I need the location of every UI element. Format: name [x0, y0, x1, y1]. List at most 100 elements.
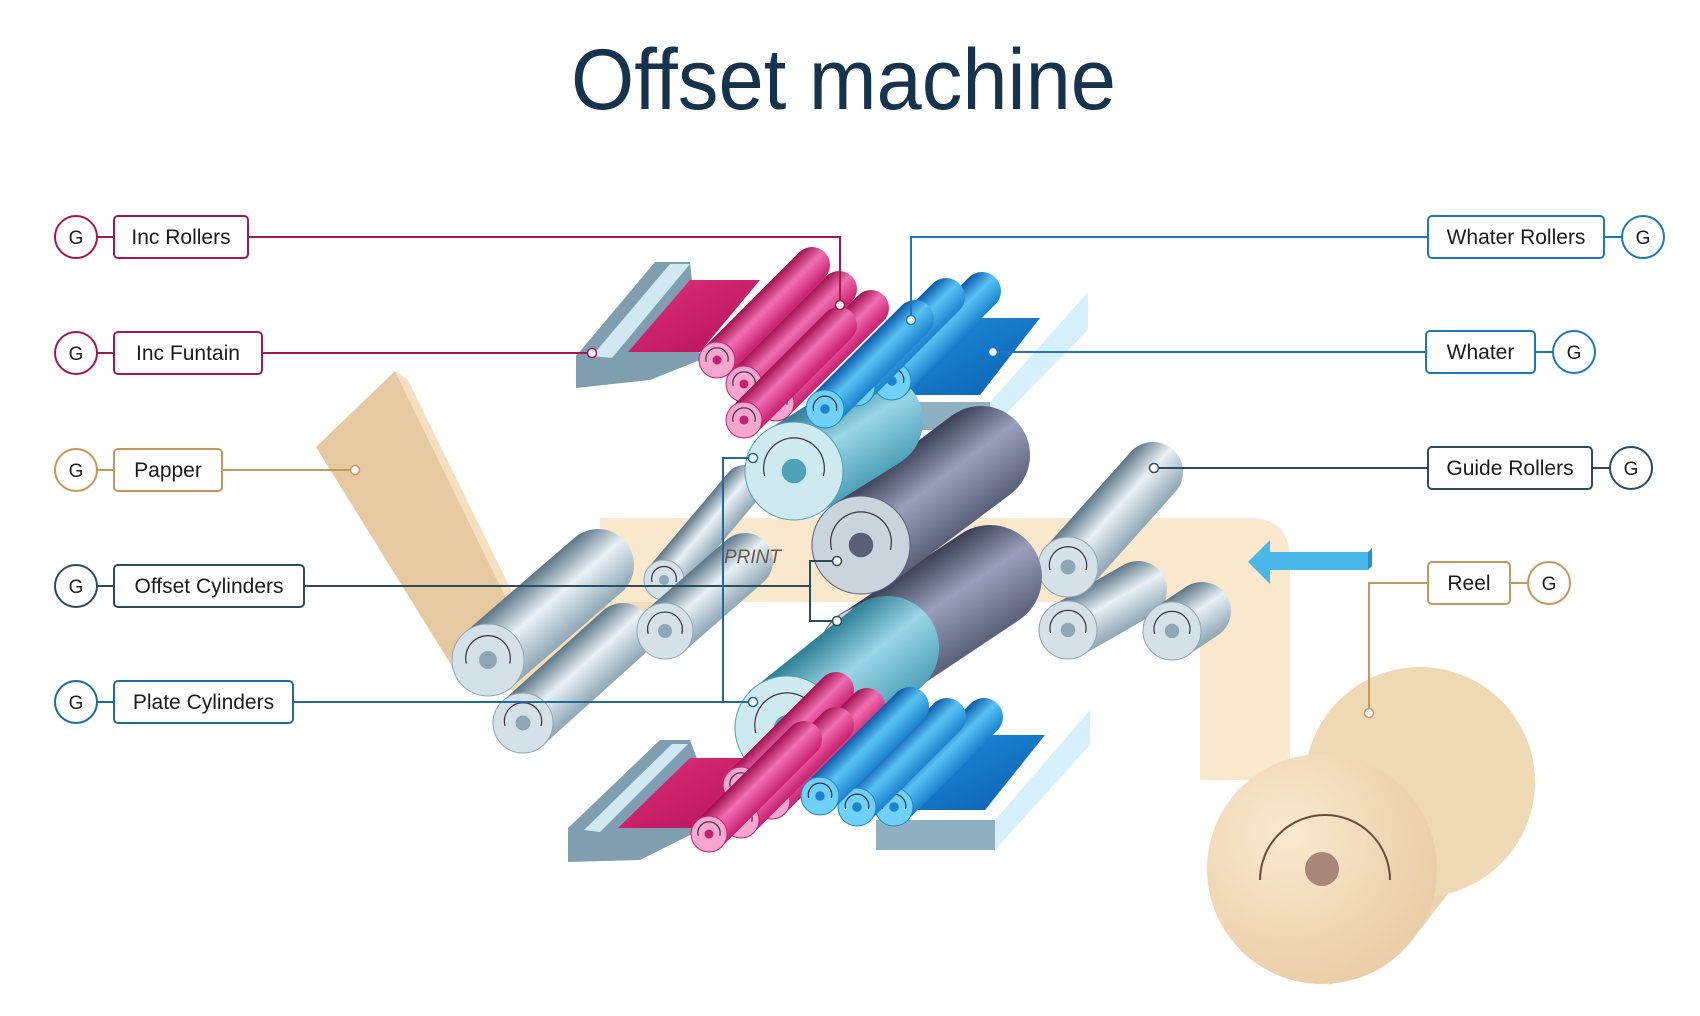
leader-line: [910, 236, 1428, 320]
cylinders: [451, 247, 1231, 853]
badge-text: G: [1567, 343, 1582, 364]
axle: [704, 829, 714, 839]
paper-reel: [1207, 667, 1535, 985]
guide-roller: [1038, 561, 1167, 660]
label-box: [1427, 561, 1511, 605]
badge-circle: [54, 215, 98, 259]
label-box: [1427, 446, 1593, 490]
ink-fountain-bottom: [568, 740, 760, 862]
label-text: Papper: [134, 459, 202, 482]
axle: [852, 802, 862, 812]
leader-line: [248, 236, 841, 305]
axle: [889, 802, 899, 812]
guide-roller: [1142, 582, 1231, 661]
axle: [658, 624, 672, 638]
ink-roller-top: [725, 307, 857, 439]
label-box: [113, 448, 223, 492]
label-box: [113, 215, 249, 259]
callout-whater: Whater G: [987, 330, 1596, 374]
rotation-arrow-icon: [732, 371, 756, 386]
leader-dot: [831, 555, 843, 567]
badge-circle: [1609, 446, 1653, 490]
badge-text: G: [69, 461, 84, 482]
axle: [1060, 559, 1076, 575]
axle: [781, 458, 807, 484]
rotation-arrow-icon: [844, 793, 870, 810]
rotation-arrow-icon: [732, 407, 756, 422]
plate-cylinder-top: [744, 372, 923, 521]
leader-dot: [834, 299, 846, 311]
label-box: [113, 564, 305, 608]
leader-dot: [349, 464, 361, 476]
rotation-arrow-icon: [465, 635, 511, 664]
rotation-arrow-icon: [647, 611, 683, 634]
badge-text: G: [1624, 459, 1639, 480]
badge-circle: [1527, 561, 1571, 605]
label-text: Offset Cylinders: [135, 575, 284, 598]
badge-circle: [54, 564, 98, 608]
axle: [1164, 623, 1180, 639]
callout-papper: Papper G: [54, 448, 361, 492]
guide-roller: [1037, 442, 1183, 598]
leader-dot: [586, 347, 598, 359]
axle: [739, 379, 749, 389]
leader-line: [809, 560, 837, 622]
axle: [479, 651, 497, 669]
water-roller-top: [805, 300, 934, 429]
rotation-arrow-icon: [1153, 610, 1191, 635]
leader-dot: [987, 346, 999, 358]
axle: [712, 355, 722, 365]
callout-guide-rollers: Guide Rollers G: [1148, 446, 1653, 490]
label-box: [113, 680, 294, 724]
label-box: [113, 331, 263, 375]
rotation-arrow-icon: [1259, 814, 1391, 881]
axle: [1060, 622, 1076, 638]
badge-circle: [54, 680, 98, 724]
callout-offset-cylinders: Offset Cylinders G: [54, 555, 843, 627]
axle: [515, 715, 531, 731]
reel-hub: [1305, 852, 1339, 886]
rotation-arrow-icon: [697, 821, 721, 836]
leader-dot: [747, 696, 759, 708]
badge-circle: [54, 448, 98, 492]
badge-circle: [54, 331, 98, 375]
badge-text: G: [1636, 228, 1651, 249]
leader-dot: [831, 615, 843, 627]
leader-dot: [1363, 707, 1375, 719]
ink-roller-top: [698, 247, 830, 379]
guide-roller: [492, 603, 653, 754]
rotation-arrow-icon: [763, 437, 825, 477]
label-text: Inc Funtain: [136, 342, 240, 365]
ink-roller-bottom: [690, 721, 822, 853]
label-text: Plate Cylinders: [133, 691, 274, 714]
guide-roller: [451, 529, 634, 697]
badge-text: G: [69, 577, 84, 598]
axle: [739, 415, 749, 425]
badge-text: G: [69, 344, 84, 365]
rotation-arrow-icon: [705, 347, 729, 362]
callout-inc-funtain: Inc Funtain G: [54, 331, 598, 375]
badge-text: G: [1542, 574, 1557, 595]
label-text: Whater: [1447, 341, 1515, 364]
label-text: Guide Rollers: [1446, 457, 1573, 480]
badge-text: G: [69, 693, 84, 714]
label-box: [1425, 330, 1536, 374]
axle: [659, 575, 669, 585]
badge-text: G: [69, 228, 84, 249]
water-roller-bottom: [800, 687, 929, 816]
rotation-arrow-icon: [830, 511, 892, 551]
leader-line: [722, 457, 753, 702]
rotation-arrow-icon: [651, 565, 677, 583]
label-text: Inc Rollers: [131, 226, 230, 249]
paper-direction-arrow-icon: [1248, 540, 1372, 584]
badge-circle: [1552, 330, 1596, 374]
leader-dot: [905, 314, 917, 326]
rotation-arrow-icon: [1048, 546, 1088, 571]
guide-roller: [636, 533, 773, 660]
callout-plate-cylinders: Plate Cylinders G: [54, 452, 759, 724]
offset-cylinder-top: [811, 406, 1030, 595]
